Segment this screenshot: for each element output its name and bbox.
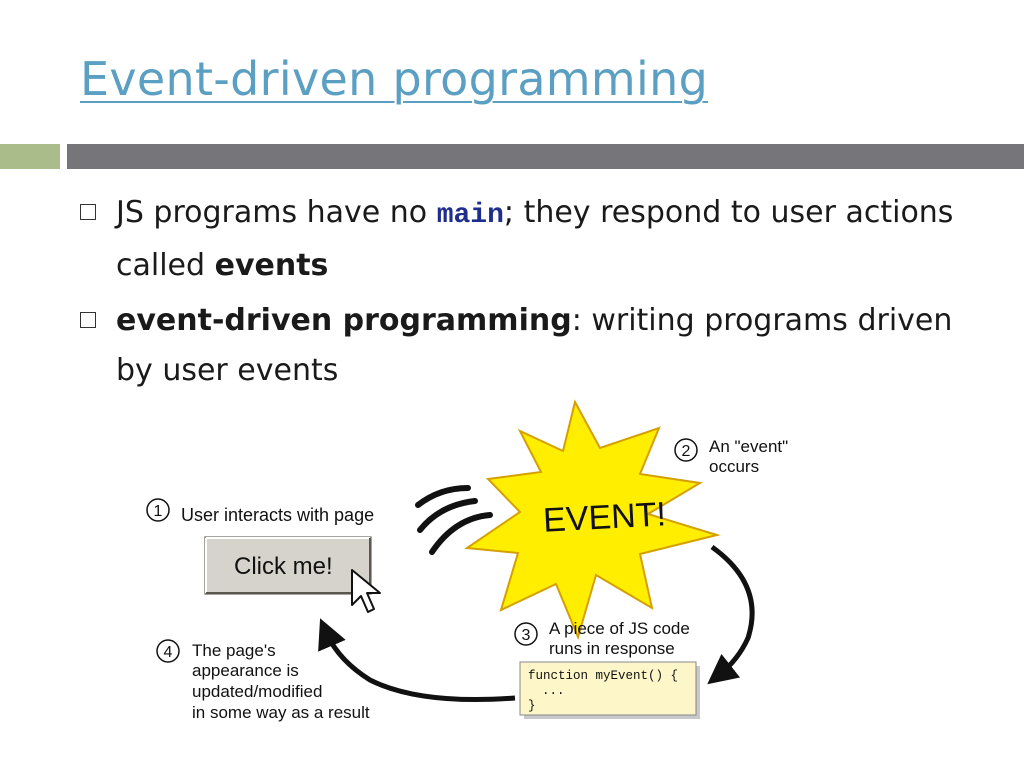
step-1-circle	[146, 498, 170, 522]
bullet-1-bold: events	[214, 248, 329, 283]
step-1-text: User interacts with page	[181, 505, 374, 525]
step-3-line2: runs in response	[549, 639, 675, 658]
header-bar	[67, 144, 1024, 169]
step-2-line2: occurs	[709, 457, 759, 476]
step-4: 4 The page's appearance is updated/modif…	[156, 639, 370, 722]
bullet-2-bold: event-driven programming	[116, 303, 572, 338]
click-me-button[interactable]: Click me!	[204, 536, 372, 595]
bullet-1-mid: ; they respond to user actions called	[116, 195, 954, 283]
step-3-line1: A piece of JS code	[549, 619, 690, 638]
arrow-event-to-code-icon	[707, 544, 755, 685]
step-2: 2 An "event" occurs	[674, 437, 788, 476]
step-4-line3: updated/modified	[192, 682, 322, 701]
bullet-box-icon	[80, 204, 96, 220]
bullet-2: event-driven programming: writing progra…	[80, 296, 960, 396]
step-4-number: 4	[164, 644, 173, 661]
step-4-circle	[156, 639, 180, 663]
bullet-box-icon	[80, 312, 96, 328]
step-1-number: 1	[154, 503, 163, 520]
step-3-number: 3	[522, 627, 531, 644]
step-3-circle	[514, 622, 538, 646]
step-4-line1: The page's	[192, 641, 276, 660]
arrow-code-to-page-icon	[318, 618, 516, 703]
code-line-1: function myEvent() {	[528, 669, 678, 683]
code-box: function myEvent() { ... }	[519, 661, 700, 719]
bullet-1-code: main	[436, 200, 504, 231]
accent-bar	[0, 144, 60, 169]
event-burst-icon	[464, 399, 721, 641]
step-3: 3 A piece of JS code runs in response	[514, 619, 690, 658]
step-1: 1 User interacts with page	[146, 498, 374, 525]
code-line-2: ...	[542, 684, 565, 698]
motion-lines-icon	[415, 485, 493, 555]
step-4-line2: appearance is	[192, 661, 299, 680]
step-2-circle	[674, 438, 698, 462]
bullet-2-rest: : writing programs driven by user events	[116, 303, 953, 388]
code-line-3: }	[528, 699, 536, 713]
event-burst-label: EVENT!	[542, 495, 667, 539]
step-4-line4: in some way as a result	[192, 703, 370, 722]
bullet-1: JS programs have no main; they respond t…	[80, 188, 960, 291]
button-label: Click me!	[234, 553, 333, 580]
bullet-1-pre: JS programs have no	[116, 195, 437, 230]
step-2-line1: An "event"	[709, 437, 788, 456]
slide-title: Event-driven programming	[80, 52, 709, 106]
step-2-number: 2	[682, 443, 691, 460]
cursor-icon	[351, 569, 381, 613]
